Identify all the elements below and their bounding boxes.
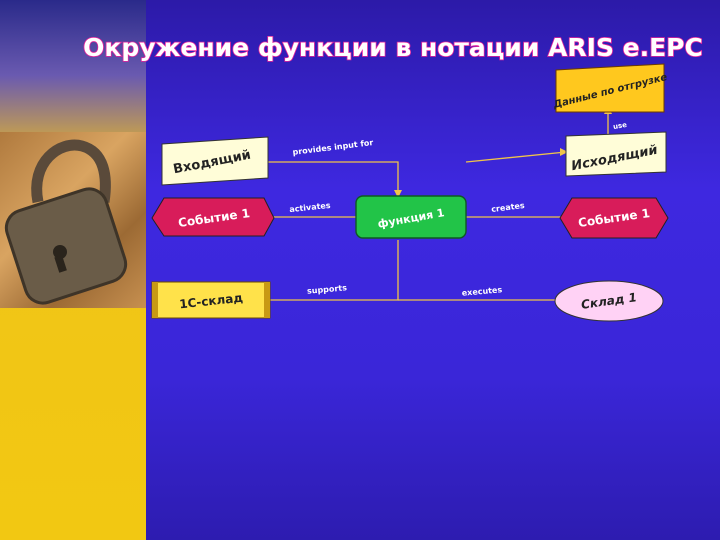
arrowhead xyxy=(394,190,402,198)
arrowhead xyxy=(560,148,568,156)
page-title: Окружение функции в нотации ARIS e.EPC xyxy=(83,33,703,62)
edge-label-use: use xyxy=(612,121,627,131)
node-output-data[interactable]: Исходящий xyxy=(565,131,667,177)
node-shipping-data[interactable]: Данные по отгрузке xyxy=(551,63,669,113)
node-function[interactable]: функция 1 xyxy=(355,195,467,239)
node-event-out[interactable]: Событие 1 xyxy=(559,197,669,239)
padlock-photo xyxy=(0,132,146,308)
edge-label-provides-input: provides input for xyxy=(292,138,374,157)
edge-label-executes: executes xyxy=(461,285,502,298)
edge-label-activates: activates xyxy=(289,201,331,214)
node-system[interactable]: 1С-склад xyxy=(151,281,271,319)
edge-label-creates: creates xyxy=(491,201,526,214)
node-event-in[interactable]: Событие 1 xyxy=(151,197,275,237)
node-input-data[interactable]: Входящий xyxy=(161,136,269,186)
connector-lines xyxy=(265,112,609,301)
padlock-icon xyxy=(4,139,128,305)
edge-label-supports: supports xyxy=(307,283,348,295)
node-warehouse[interactable]: Склад 1 xyxy=(554,280,664,322)
node-system-label: 1С-склад xyxy=(179,291,244,312)
